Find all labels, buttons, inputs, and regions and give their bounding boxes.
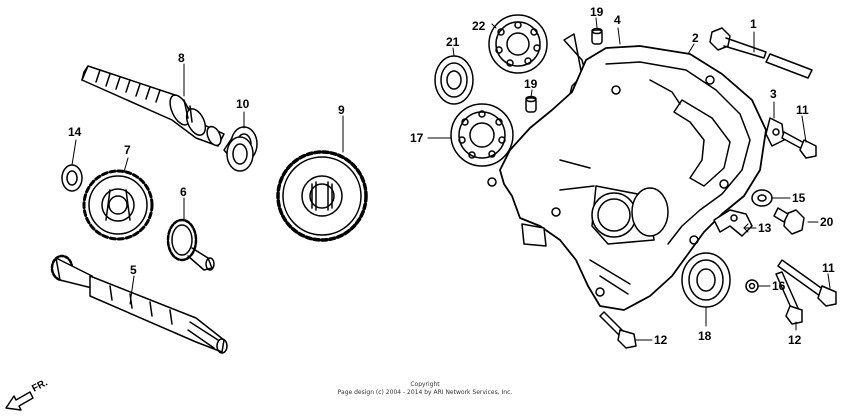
part-19-dowel-pin-lower — [525, 95, 537, 113]
part-11-bolt-upper — [781, 131, 817, 159]
label-8: 8 — [178, 51, 185, 65]
front-arrow-icon — [5, 391, 34, 411]
part-7-gear — [82, 169, 154, 241]
label-18: 18 — [698, 329, 712, 343]
part-12-bolt-right — [775, 271, 803, 325]
label-12-left: 12 — [654, 333, 668, 347]
label-15: 15 — [792, 191, 806, 205]
label-20: 20 — [820, 215, 834, 229]
label-14: 14 — [68, 125, 82, 139]
label-4: 4 — [614, 13, 621, 27]
part-1-bolt — [709, 27, 813, 79]
part-16-washer — [745, 279, 759, 293]
label-11-upper: 11 — [796, 103, 809, 117]
copyright-notice: Page design (c) 2004 - 2014 by ARI Netwo… — [337, 389, 513, 396]
label-16: 16 — [772, 279, 786, 293]
part-18-bearing — [681, 252, 731, 308]
leader-13-arrow — [743, 223, 757, 233]
part-15-washer — [751, 189, 773, 207]
label-12-right: 12 — [788, 333, 802, 347]
label-1: 1 — [750, 17, 757, 31]
label-2: 2 — [692, 31, 699, 45]
part-10-bushing — [223, 126, 258, 172]
label-3: 3 — [770, 87, 777, 101]
part-9-large-gear — [276, 150, 368, 242]
label-21: 21 — [446, 35, 460, 49]
label-5: 5 — [130, 263, 137, 277]
label-6: 6 — [180, 185, 187, 199]
part-6-pinion — [166, 218, 215, 271]
label-11-lower: 11 — [822, 261, 835, 275]
label-19-top: 19 — [590, 5, 604, 19]
label-10: 10 — [236, 97, 250, 111]
label-22: 22 — [472, 19, 486, 33]
part-21-bearing — [434, 55, 474, 105]
part-2-case-cover — [487, 45, 767, 311]
part-number-labels: 8 10 9 14 7 6 5 22 21 17 19 19 4 2 1 3 1… — [68, 5, 835, 347]
part-19-dowel-pin-top — [591, 27, 603, 45]
part-17-bearing — [450, 103, 514, 167]
part-3-clip — [765, 117, 785, 147]
part-5-mainshaft — [50, 254, 228, 354]
part-11-bolt-lower — [777, 259, 837, 307]
part-22-bearing — [488, 14, 548, 74]
part-20-plug — [773, 207, 805, 235]
label-7: 7 — [124, 143, 131, 157]
part-8-countershaft — [81, 65, 225, 147]
part-12-bolt-left — [599, 311, 637, 349]
part-14-washer — [61, 164, 83, 192]
label-9: 9 — [338, 103, 345, 117]
label-19-lower: 19 — [524, 77, 538, 91]
label-17: 17 — [410, 131, 424, 145]
label-13: 13 — [758, 221, 772, 235]
copyright-title: Copyright — [410, 381, 440, 388]
